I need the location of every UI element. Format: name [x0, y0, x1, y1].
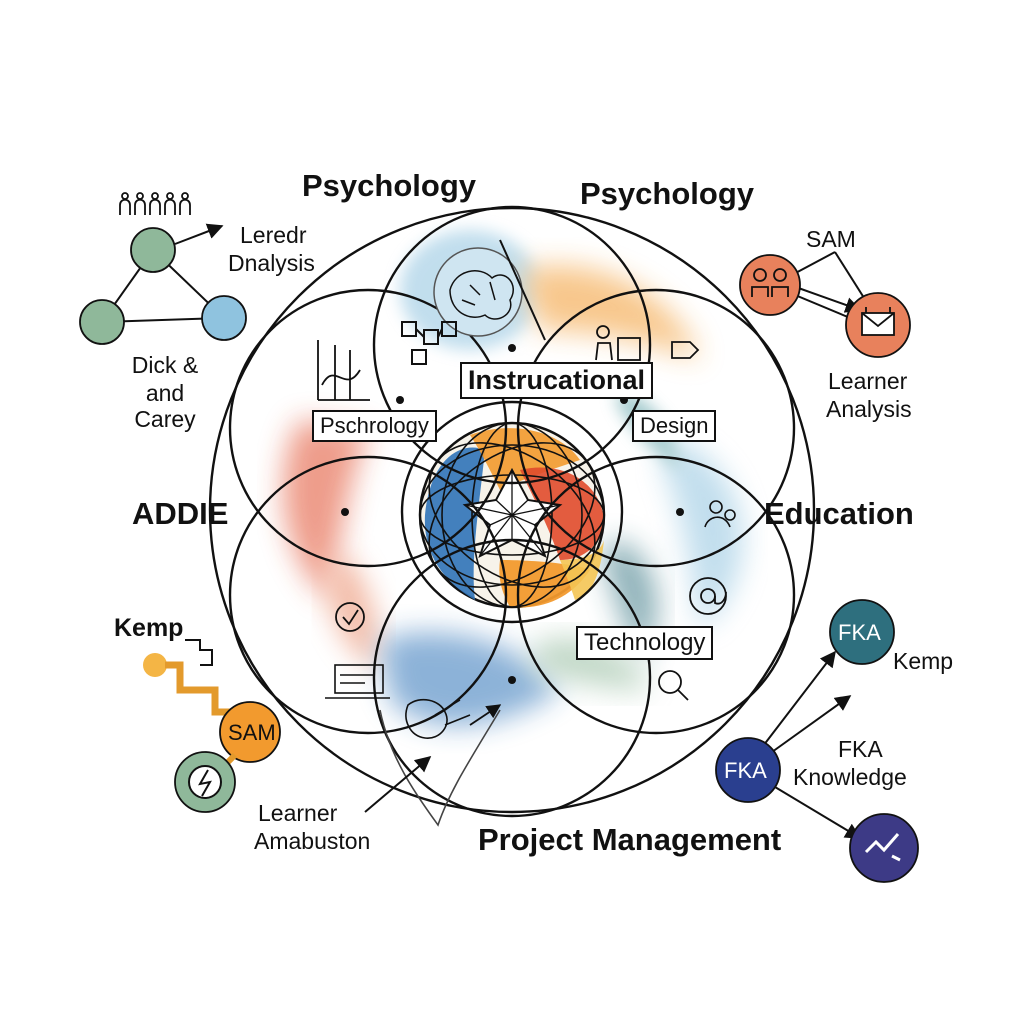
inner-arrow-bottom — [469, 704, 502, 726]
label-fka-knowledge-2: Knowledge — [793, 764, 907, 790]
label-carey: Carey — [134, 406, 196, 432]
fka-node-teal — [829, 599, 895, 665]
team-icon — [751, 268, 789, 297]
label-learner: Learner — [828, 368, 908, 394]
label-sam-bottom: SAM — [228, 720, 276, 745]
sphere-blue — [424, 447, 485, 600]
envelope-icon — [861, 307, 895, 336]
top-left-network — [79, 192, 247, 345]
petal-circle-lower-right — [516, 455, 796, 735]
at-symbol-icon — [689, 577, 727, 615]
box-technology: Technology — [576, 626, 714, 660]
label-addie: ADDIE — [132, 496, 229, 531]
sphere-red — [520, 467, 604, 560]
wash-blue-right — [660, 440, 743, 630]
network-node-green-top — [130, 227, 176, 273]
label-leredr: Leredr — [240, 222, 307, 248]
label-psychology-right: Psychology — [580, 176, 754, 211]
petal-circle-upper-right — [516, 288, 796, 568]
label-kemp-left: Kemp — [114, 614, 184, 642]
sam-node-salmon — [739, 254, 801, 316]
fka-node-navy — [715, 737, 781, 803]
people-row-icon — [119, 192, 191, 215]
box-pschrology: Pschrology — [312, 410, 437, 442]
hands-sketch-icon — [379, 698, 501, 827]
wash-orange-top — [520, 265, 700, 360]
label-fka-bottom: FKA — [724, 758, 767, 783]
search-sketch-icon — [658, 670, 689, 701]
bottom-right-fka-cluster — [715, 599, 919, 883]
flowchart-sketch-icon — [401, 321, 457, 365]
handshake-icon — [864, 833, 901, 862]
bottom-left-kemp-cluster — [143, 639, 281, 813]
label-fka-knowledge-1: FKA — [838, 736, 883, 762]
top-right-sam-cluster — [739, 251, 911, 358]
label-project-management: Project Management — [478, 822, 782, 857]
wash-red-left — [283, 420, 370, 600]
inner-circle — [400, 400, 624, 624]
label-learner-bottom: Learner — [258, 800, 338, 826]
chart-sketch-icon — [317, 340, 370, 401]
box-instructional: Instrucational — [460, 362, 654, 399]
presenter-sketch-icon — [595, 325, 700, 361]
label-amabuston: Amabuston — [254, 828, 371, 854]
power-icon — [188, 765, 222, 799]
label-analysis: Analysis — [826, 396, 912, 422]
network-node-blue-right — [201, 295, 247, 341]
petal-circle-top — [372, 205, 652, 485]
kemp-node-yellow — [143, 653, 167, 677]
brain-sketch-icon — [433, 239, 546, 341]
label-dick: Dick & — [131, 352, 199, 378]
check-badge-icon — [335, 602, 365, 632]
label-dnalysis: Dnalysis — [228, 250, 315, 276]
petal-circle-lower-left — [228, 455, 508, 735]
desk-sketch-icon — [325, 664, 390, 699]
sam-node-orange — [219, 701, 281, 763]
label-psychology-left: Psychology — [302, 168, 476, 203]
learner-amabuston-arrow — [364, 755, 432, 813]
people-sketch-icon — [704, 500, 736, 528]
label-education: Education — [764, 496, 914, 531]
label-sam-top: SAM — [806, 226, 856, 252]
inner-sketches — [317, 239, 736, 827]
flower-of-life — [208, 205, 816, 818]
petal-circle-upper-left — [228, 288, 508, 568]
box-design: Design — [632, 410, 717, 442]
label-kemp-right: Kemp — [893, 648, 954, 674]
network-node-green-left — [79, 299, 125, 345]
label-fka-top: FKA — [838, 620, 881, 645]
wash-green-bottom — [530, 638, 650, 690]
central-sphere — [418, 421, 606, 609]
petal-circle-bottom — [372, 538, 652, 818]
label-and: and — [145, 380, 185, 406]
watercolor-washes — [283, 230, 743, 726]
wash-blue-bottom — [380, 632, 560, 726]
circuit-connector — [165, 661, 235, 716]
